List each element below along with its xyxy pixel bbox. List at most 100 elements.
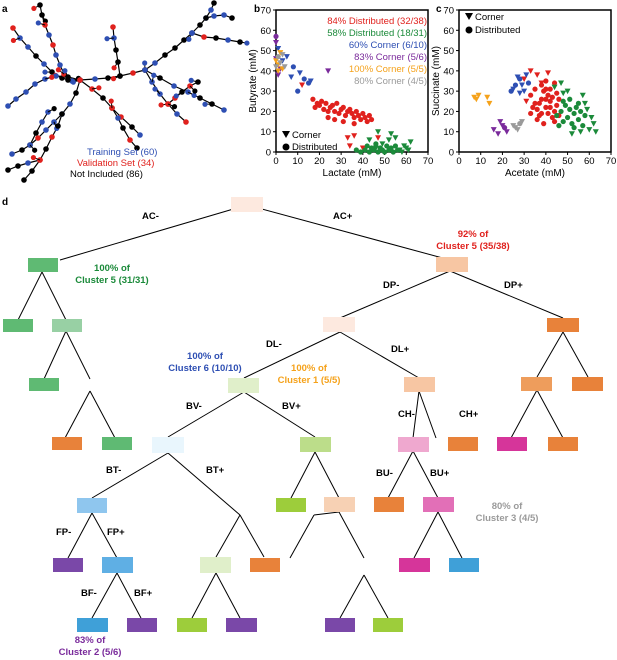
- network-node: [49, 74, 55, 80]
- network-node: [189, 30, 195, 36]
- network-node: [151, 72, 157, 78]
- data-point: [541, 121, 547, 127]
- data-point: [332, 108, 338, 115]
- network-node: [31, 5, 37, 12]
- data-point: [584, 106, 591, 113]
- data-point: [562, 102, 569, 108]
- data-point: [490, 127, 497, 133]
- tree-nodes: [3, 197, 603, 632]
- x-tick-label: 30: [336, 156, 347, 167]
- data-point: [543, 78, 549, 84]
- data-point: [340, 104, 346, 110]
- data-point: [281, 64, 288, 70]
- data-point: [403, 145, 410, 151]
- network-edge: [144, 69, 187, 123]
- data-point: [385, 137, 392, 143]
- plot-c-legend: Corner Distributed: [465, 12, 520, 36]
- data-point: [571, 125, 577, 131]
- network-node: [21, 177, 27, 183]
- network-node: [174, 111, 180, 117]
- network-node: [30, 154, 37, 161]
- tree-node: [398, 437, 429, 452]
- data-point: [556, 96, 562, 102]
- x-tick-label: 70: [606, 156, 617, 167]
- data-point: [359, 145, 366, 151]
- network-node: [192, 88, 198, 94]
- tree-node: [52, 319, 82, 332]
- tree-node: [102, 557, 133, 573]
- network-node: [104, 36, 110, 42]
- panel-letter-d: d: [2, 197, 8, 208]
- network-node: [173, 93, 179, 99]
- y-axis-label: Butyrate (mM): [248, 49, 259, 112]
- tree-edge-labels: AC- AC+ DP- DP+ DL- DL+ BV- BV+ CH- CH+ …: [56, 211, 523, 599]
- data-point: [484, 94, 491, 101]
- tree-node: [177, 618, 207, 632]
- data-point: [516, 90, 523, 97]
- panel-letter-c: c: [436, 4, 442, 15]
- tree-node: [300, 437, 331, 452]
- data-point: [351, 133, 358, 139]
- tree-node: [228, 378, 259, 393]
- data-point: [290, 64, 296, 70]
- network-node: [5, 167, 11, 173]
- data-point: [373, 141, 379, 147]
- network-graph: [5, 0, 250, 183]
- network-node: [59, 111, 65, 117]
- annotation-cluster3-line1: 80% of: [492, 501, 523, 512]
- data-point: [283, 54, 290, 60]
- network-node: [50, 42, 56, 48]
- data-point: [379, 141, 386, 147]
- network-node: [32, 81, 38, 87]
- data-point: [567, 96, 573, 102]
- data-point: [558, 108, 564, 115]
- legend-validation: Validation Set (34): [77, 158, 154, 169]
- data-point: [568, 131, 575, 137]
- data-point: [368, 116, 375, 123]
- data-point: [538, 80, 545, 87]
- tree-node: [3, 319, 33, 332]
- data-point: [375, 149, 381, 155]
- data-point: [512, 82, 519, 88]
- legend-b-triangle-icon: [282, 131, 290, 138]
- network-node: [172, 45, 178, 51]
- data-point: [577, 129, 584, 135]
- data-point: [549, 94, 555, 100]
- data-point: [521, 88, 528, 95]
- data-point: [547, 98, 553, 104]
- data-point: [398, 149, 405, 155]
- network-node: [130, 70, 136, 76]
- legend-b-5: 80% Corner (4/5): [354, 76, 427, 87]
- tree-node: [77, 498, 107, 513]
- panel-letter-a: a: [2, 4, 8, 15]
- data-point: [551, 84, 558, 91]
- network-node: [43, 127, 49, 133]
- network-node: [188, 77, 194, 83]
- network-node: [211, 13, 217, 19]
- network-node: [23, 89, 29, 95]
- data-point: [551, 118, 558, 125]
- network-node: [191, 92, 197, 99]
- data-point: [473, 96, 480, 103]
- data-point: [325, 114, 331, 121]
- legend-b-corner: Corner: [292, 130, 321, 141]
- network-node: [10, 25, 16, 31]
- data-point: [508, 88, 514, 94]
- data-point: [534, 72, 541, 78]
- x-axis-label: Acetate (mM): [505, 168, 565, 179]
- data-point: [503, 129, 510, 135]
- legend-b-3: 83% Corner (5/6): [354, 52, 427, 63]
- data-point: [332, 116, 338, 123]
- network-node: [158, 102, 164, 108]
- network-node: [183, 119, 189, 125]
- x-tick-label: 0: [456, 156, 461, 167]
- data-point: [366, 112, 372, 119]
- data-point: [564, 88, 571, 95]
- data-point: [486, 100, 493, 107]
- tree-annotations: 100% of Cluster 5 (31/31) 92% of Cluster…: [59, 229, 539, 658]
- network-node: [96, 85, 102, 91]
- data-point: [275, 54, 281, 60]
- network-node: [211, 0, 217, 6]
